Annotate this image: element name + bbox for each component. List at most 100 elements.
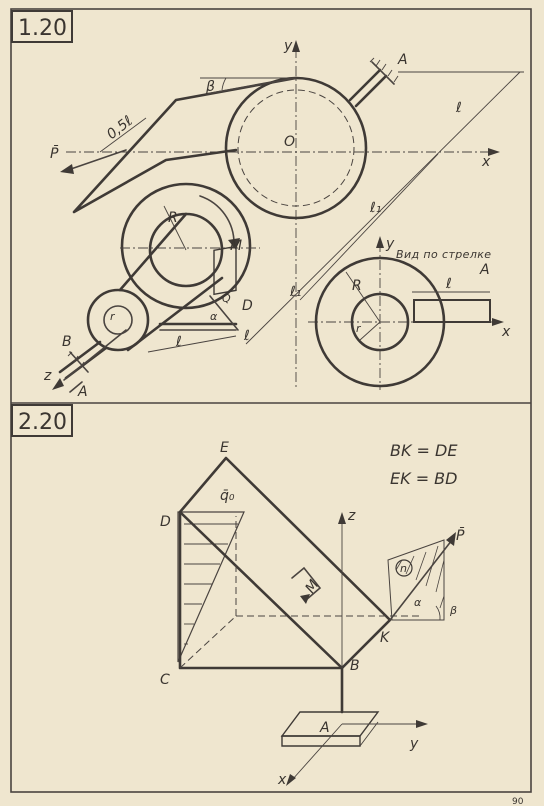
equation-1: BK = DE	[390, 441, 458, 460]
z-axis-arrow	[52, 378, 64, 390]
force-P-2-label: P̄	[456, 526, 465, 544]
view-R-line	[345, 271, 381, 323]
alpha-label-1: α	[210, 310, 218, 323]
y-axis-2-arrow	[416, 720, 428, 728]
y-axis-top-arrow	[292, 40, 300, 52]
dim-l-label: ℓ	[455, 100, 462, 116]
beta-label: β	[205, 79, 215, 95]
view-arrow-A	[69, 381, 83, 393]
point-K-label: K	[380, 630, 391, 646]
dist-dim-line	[99, 117, 147, 153]
equation-2: EK = BD	[390, 469, 457, 488]
sheet-frame	[10, 8, 532, 793]
problem-2-number: 2.20	[18, 410, 67, 435]
dim-base-line	[147, 335, 237, 353]
view-inner-disk	[350, 292, 410, 352]
view-y-arrow	[376, 236, 384, 248]
y-axis-2-label: y	[409, 736, 419, 752]
x-axis-2-arrow	[286, 774, 296, 786]
middle-pulley-outer	[120, 182, 252, 310]
z-axis-2-label: z	[347, 508, 356, 524]
point-C-label: C	[160, 672, 170, 688]
problem-1-number-box	[11, 10, 73, 43]
problem-1-figure: 1.20 y x O β P̄ 0,5ℓ	[11, 10, 524, 400]
z-axis-label: z	[43, 368, 52, 384]
x-axis-top-label: x	[481, 154, 491, 170]
upper-shaft-2	[354, 74, 388, 108]
view-title: Вид по стрелке	[396, 248, 491, 261]
view-l-label: ℓ	[445, 276, 452, 292]
moment-M-2-arrow	[300, 594, 310, 604]
view-arrow-A-label: A	[77, 384, 88, 400]
dim-l1-lower-label: ℓ₁	[289, 284, 301, 300]
foundation-side	[359, 721, 379, 747]
force-P-arrow	[60, 164, 74, 174]
foundation-front	[281, 735, 361, 747]
x-axis-top-arrow	[488, 148, 500, 156]
view-A-label: A	[479, 262, 490, 278]
distributed-load-triangle	[177, 511, 245, 663]
lower-cylinder-top	[118, 212, 188, 292]
force-P-label: P̄	[50, 144, 59, 162]
bearing-B-label: B	[62, 334, 72, 350]
problem-1-number: 1.20	[18, 16, 67, 41]
lower-cylinder-r: r	[110, 310, 116, 323]
point-A-label: A	[319, 720, 330, 736]
point-B-label: B	[350, 658, 360, 674]
x-axis-2-label: x	[277, 772, 287, 788]
q0-label: q̄₀	[220, 488, 235, 504]
upper-shaft	[348, 68, 382, 102]
n-marker	[395, 559, 413, 577]
view-r-line	[359, 321, 381, 341]
force-P-2-line	[389, 539, 453, 621]
Q-block	[213, 245, 237, 296]
beta-label-2: β	[449, 604, 457, 617]
point-D-label: D	[242, 298, 253, 314]
frame-main	[178, 456, 392, 670]
Q-label: Q̄	[222, 292, 231, 305]
dim-l1-upper-label: ℓ₁	[369, 200, 381, 216]
z-axis	[63, 329, 127, 381]
dim-base-label: ℓ	[175, 334, 182, 350]
belt-plate	[72, 76, 298, 214]
force-P-line	[67, 149, 127, 171]
lower-cylinder-hub	[103, 305, 133, 335]
dim-line-l1	[299, 153, 439, 301]
Q-arm	[209, 295, 239, 331]
z-axis-2-arrow	[338, 512, 346, 524]
upper-disk-inner	[237, 89, 355, 207]
force-P-2-arrow	[446, 532, 456, 546]
alpha-label-2: α	[414, 596, 422, 609]
moment-M-2	[291, 566, 322, 601]
moment-M-2-label: M	[302, 577, 322, 596]
view-A-inset: Вид по стрелке A y x R r ℓ	[308, 236, 511, 390]
lower-cylinder-bottom	[126, 276, 224, 352]
force-plane	[387, 539, 445, 621]
dist-label: 0,5ℓ	[104, 113, 136, 143]
point-E-label: E	[220, 440, 229, 456]
belt-plate-edge	[205, 77, 297, 95]
dim-bottom-label: ℓ	[243, 328, 250, 344]
origin-label: O	[284, 134, 295, 150]
view-x-label: x	[501, 324, 511, 340]
beta-arc	[221, 77, 227, 91]
dim-line-l	[245, 71, 521, 345]
helper-dash-1	[179, 615, 237, 669]
y-axis-top-label: y	[283, 38, 293, 54]
lower-shaft	[58, 340, 102, 374]
bearing-A-top	[369, 57, 399, 85]
view-y-label: y	[385, 236, 395, 252]
view-R-label: R	[352, 278, 362, 294]
bearing-A-top-label: A	[397, 52, 408, 68]
lower-cylinder-end	[86, 288, 150, 352]
view-lever	[413, 299, 491, 323]
beta-arc-2	[435, 605, 441, 621]
n-label: n	[400, 562, 407, 575]
problem-2-number-box	[11, 404, 73, 437]
middle-pulley-R: R	[168, 210, 178, 226]
problem-2-figure: 2.20 BK = DE EK = BD q̄₀ z M	[11, 404, 465, 788]
view-x-arrow	[492, 318, 504, 326]
page-mark: 90	[512, 797, 524, 806]
view-r-label: r	[356, 322, 362, 335]
